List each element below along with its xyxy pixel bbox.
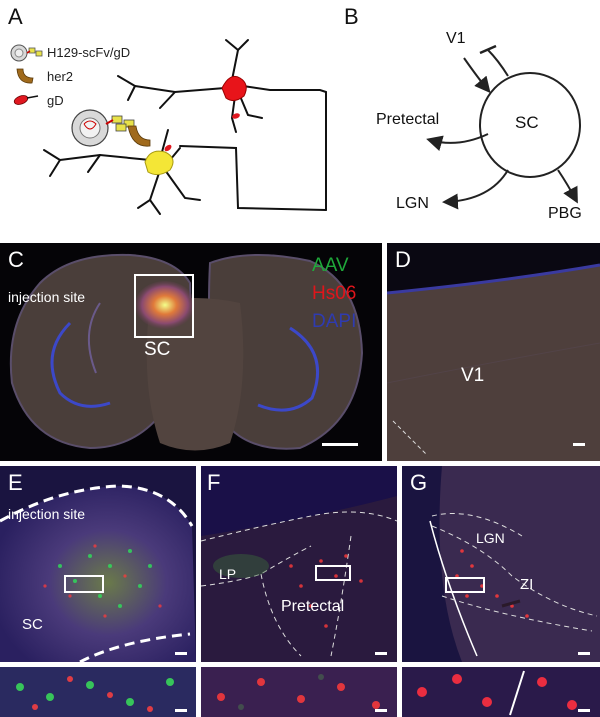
- panel-label-a: A: [8, 4, 23, 29]
- pretectal-label-f: Pretectal: [281, 598, 345, 615]
- node-label-lgn: LGN: [396, 195, 429, 212]
- roi-box-e: [64, 575, 104, 593]
- node-label-pretectal: Pretectal: [376, 111, 440, 128]
- panel-g: G LGN ZI: [402, 466, 600, 662]
- scale-bar-g: [578, 652, 590, 655]
- injection-site-label-c: injection site: [8, 289, 86, 305]
- panel-e: E injection site SC: [0, 466, 196, 662]
- lp-label-f: LP: [219, 566, 237, 582]
- virus-particle: [71, 109, 135, 147]
- legend-her2-label: her2: [47, 69, 74, 84]
- legend-virus-label: H129-scFv/gD: [47, 45, 131, 60]
- sc-label-e: SC: [22, 616, 43, 633]
- node-label-pbg: PBG: [548, 205, 582, 222]
- scale-bar-c: [322, 443, 358, 446]
- roi-box-g: [445, 577, 485, 593]
- sc-node: [479, 72, 581, 178]
- scale-bar-inset-e: [175, 709, 187, 712]
- node-label-v1: V1: [446, 30, 466, 47]
- panel-b: B SC V1 Pretectal LGN PBG: [340, 0, 600, 235]
- roi-box-f: [315, 565, 351, 581]
- panel-label-f: F: [207, 470, 221, 495]
- her2-receptor-icon: [14, 66, 36, 93]
- panel-d: D V1: [387, 243, 600, 461]
- gD-protein-icon: [12, 92, 40, 113]
- inset-g: [402, 667, 600, 717]
- v1-label-d: V1: [461, 365, 485, 386]
- channel-label-hs06: Hs06: [312, 283, 357, 304]
- inset-f: [201, 667, 397, 717]
- legend-gD-label: gD: [47, 93, 64, 108]
- lgn-image: [429, 466, 600, 662]
- channel-label-dapi: DAPI: [312, 311, 357, 332]
- virus-icon: [10, 42, 46, 69]
- upper-neuron-soma: [221, 75, 247, 102]
- panel-c: C injection site SC AAV Hs06 DAPI: [0, 243, 382, 461]
- neuron-schematic: [43, 39, 327, 215]
- zi-label-g: ZI: [520, 576, 534, 593]
- pretectal-image: [201, 466, 397, 657]
- panel-label-e: E: [8, 470, 23, 495]
- lower-neuron-soma: [144, 150, 174, 176]
- injection-site-label-e: injection site: [8, 506, 86, 522]
- scale-bar-inset-f: [375, 709, 387, 712]
- panel-label-c: C: [8, 247, 24, 272]
- panel-label-g: G: [410, 470, 428, 495]
- node-label-sc: SC: [515, 113, 539, 132]
- brain-section-image: [9, 253, 364, 451]
- scale-bar-inset-g: [578, 709, 590, 712]
- panel-label-b: B: [344, 4, 359, 29]
- scale-bar-f: [375, 652, 387, 655]
- lgn-label-g: LGN: [476, 530, 505, 546]
- panel-a: A H129-scFv/gD her2 gD: [0, 0, 340, 235]
- v1-section-image: [387, 243, 600, 456]
- sc-roi-box: [134, 274, 194, 338]
- inset-e: [0, 667, 196, 717]
- panel-label-d: D: [395, 247, 411, 272]
- scale-bar-d: [573, 443, 585, 446]
- scale-bar-e: [175, 652, 187, 655]
- connectivity-diagram: [426, 44, 581, 210]
- sc-injection-image: [0, 484, 196, 662]
- panel-f: F LP Pretectal: [201, 466, 397, 662]
- sc-label-c: SC: [144, 339, 171, 360]
- channel-label-aav: AAV: [312, 255, 349, 276]
